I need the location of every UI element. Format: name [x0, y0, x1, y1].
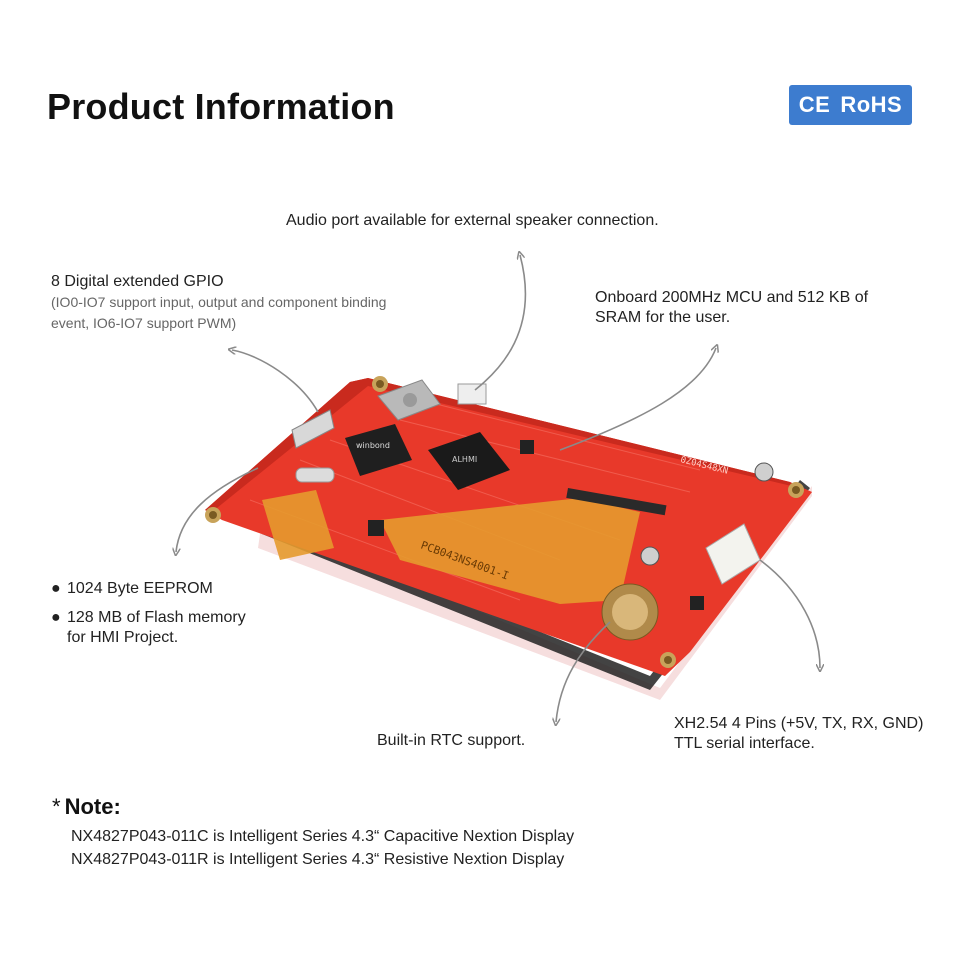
rohs-mark: RoHS [840, 92, 903, 117]
audio-callout: Audio port available for external speake… [286, 212, 659, 229]
audio-connector [457, 383, 487, 405]
mcu-chip-marking: ALHMI [452, 455, 477, 464]
mcu-callout-line: Onboard 200MHz MCU and 512 KB of [595, 289, 869, 306]
lcd-connector [566, 488, 667, 516]
mcu-chip [428, 432, 510, 490]
touch-fpc [262, 490, 334, 560]
audio-arrow [474, 255, 527, 391]
note-line: NX4827P043-011R is Intelligent Series 4.… [71, 851, 565, 868]
flash-item: ● 128 MB of Flash memory [51, 608, 246, 628]
note-star: * [52, 794, 61, 819]
gpio-connector [291, 409, 335, 449]
flash-label: 128 MB of Flash memory [67, 609, 246, 626]
mcu-arrow [559, 348, 716, 451]
small-ic [520, 440, 534, 454]
note-line: NX4827P043-011C is Intelligent Series 4.… [71, 828, 575, 845]
eeprom-item: ● 1024 Byte EEPROM [51, 579, 246, 599]
rtc-callout: Built-in RTC support. [377, 732, 526, 749]
eeprom-label: 1024 Byte EEPROM [67, 580, 213, 597]
crystal [295, 467, 335, 483]
certification-badge: CE RoHS [789, 85, 912, 125]
gpio-detail: event, IO6-IO7 support PWM) [51, 315, 237, 331]
gpio-arrow [232, 350, 319, 413]
gpio-heading: 8 Digital extended GPIO [51, 273, 224, 290]
serial-callout-line: TTL serial interface. [674, 735, 815, 752]
note-heading: * Note: [52, 794, 121, 820]
ce-mark: CE [798, 92, 831, 117]
capacitor [754, 462, 774, 482]
note-heading-label: Note: [64, 794, 121, 819]
fpc-ribbon [380, 498, 640, 604]
serial-arrow [759, 559, 820, 668]
gpio-callout: 8 Digital extended GPIO (IO0-IO7 support… [51, 272, 386, 334]
rtc-arrow [556, 621, 611, 722]
mcu-callout: Onboard 200MHz MCU and 512 KB of SRAM fo… [595, 288, 868, 328]
page-title: Product Information [47, 86, 395, 127]
serial-callout: XH2.54 4 Pins (+5V, TX, RX, GND) TTL ser… [674, 714, 923, 754]
bullet-dot: ● [51, 609, 61, 626]
flash-chip-marking: winbond [356, 441, 390, 450]
bullet-dot: ● [51, 580, 61, 597]
flash-arrow [176, 467, 259, 552]
small-ic [690, 596, 704, 610]
capacitor [640, 546, 660, 566]
serial-callout-line: XH2.54 4 Pins (+5V, TX, RX, GND) [674, 715, 924, 732]
flash-chip [345, 424, 412, 476]
gpio-detail: (IO0-IO7 support input, output and compo… [51, 294, 387, 310]
mcu-callout-line: SRAM for the user. [595, 309, 731, 326]
memory-callout: ● 1024 Byte EEPROM ● 128 MB of Flash mem… [51, 579, 246, 648]
flash-label-continued: for HMI Project. [67, 629, 179, 646]
small-ic [368, 520, 384, 536]
